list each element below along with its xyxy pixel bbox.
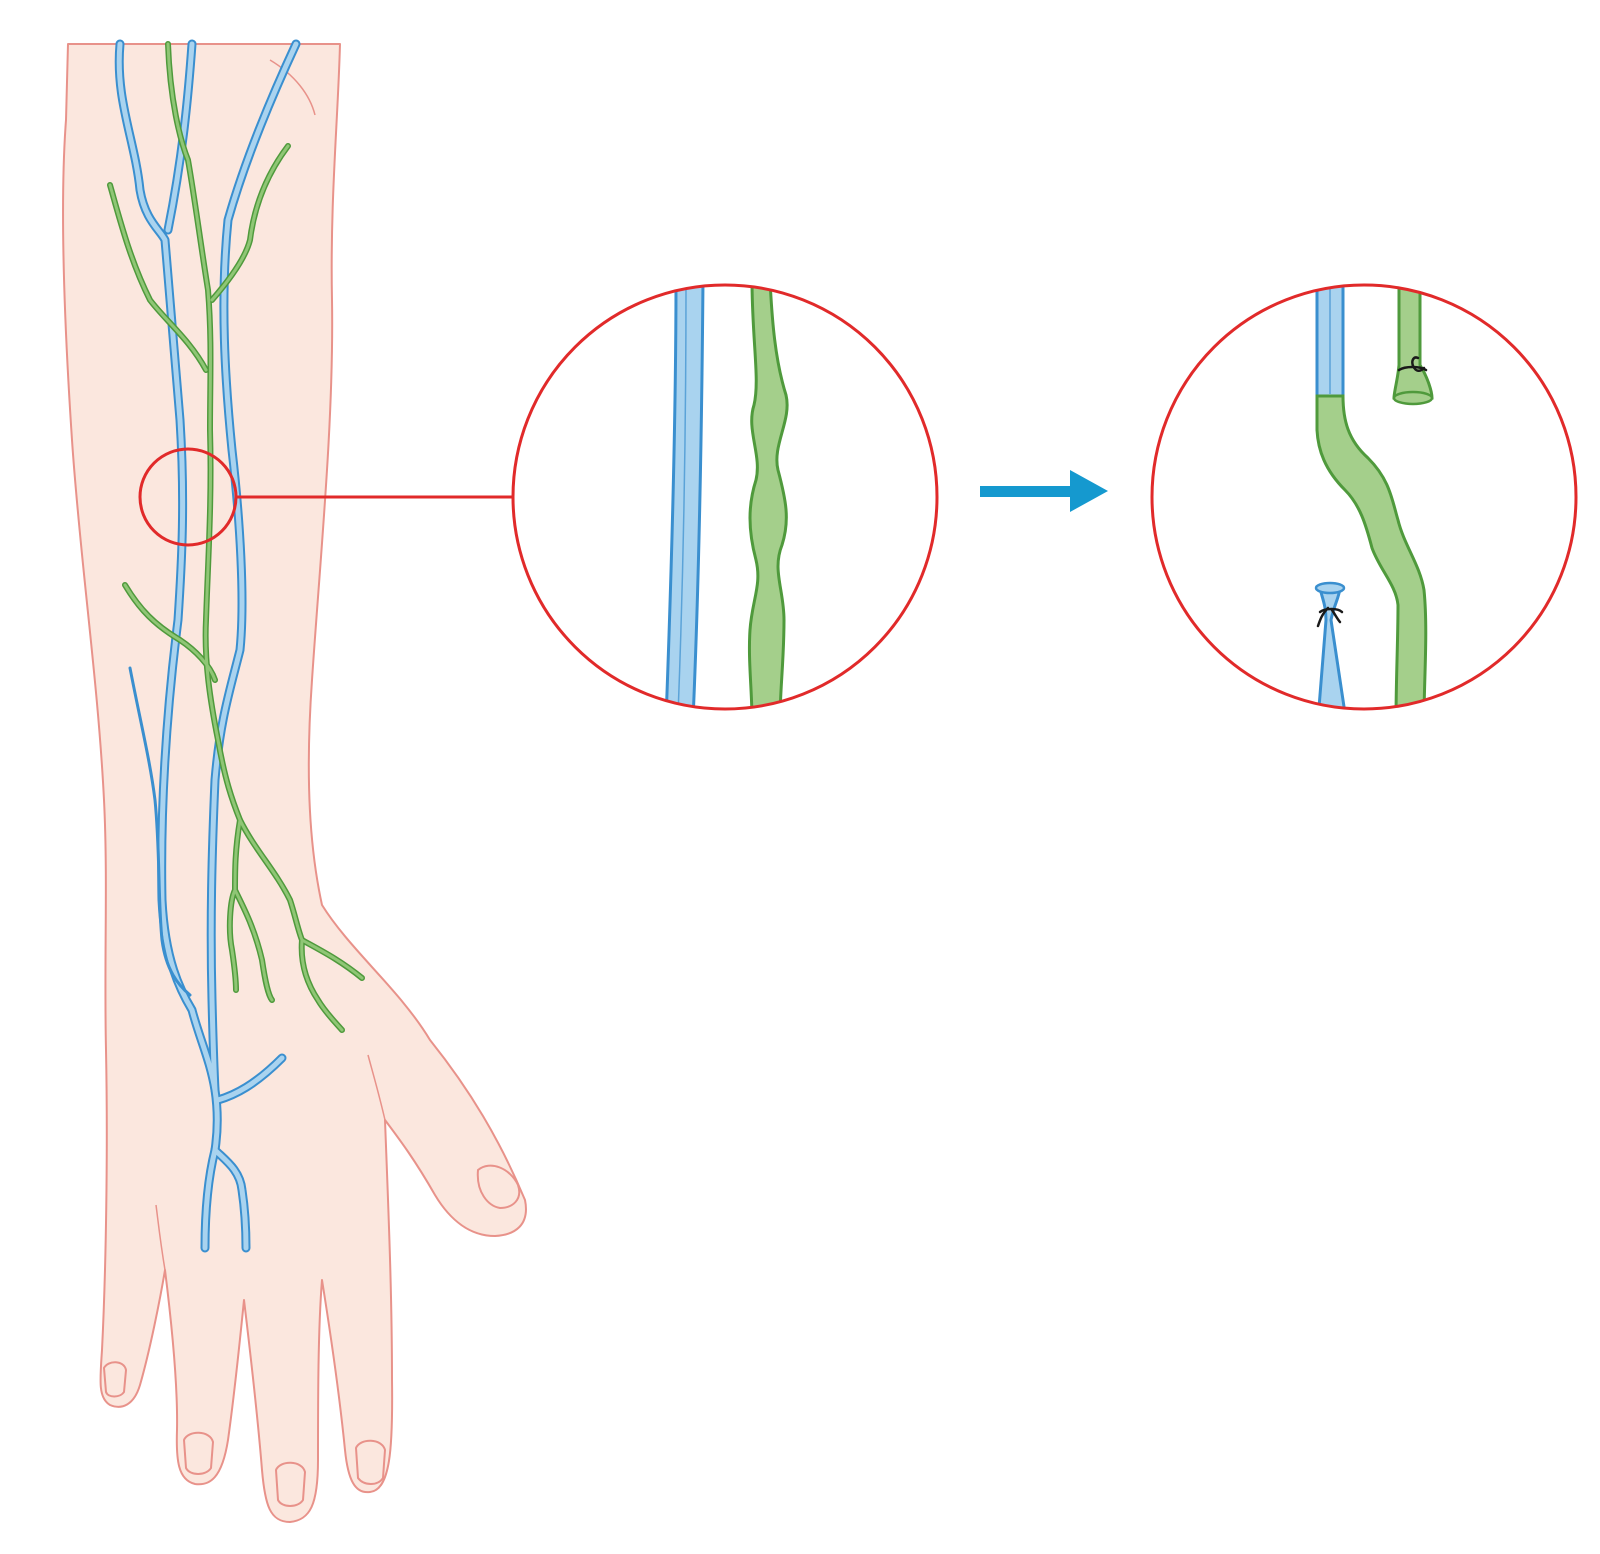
forearm-illustration <box>62 39 527 1523</box>
arm-lymphatics <box>107 41 365 1033</box>
suture-knot-icon <box>1316 606 1344 628</box>
magnifier-ring <box>1150 283 1578 711</box>
magnified-view-before <box>511 283 939 711</box>
little-nail <box>102 1361 128 1398</box>
thumb-nail <box>476 1164 521 1210</box>
lymphatic-segment <box>747 285 789 709</box>
magnifier-ring <box>511 283 939 711</box>
magnified-view-after <box>1150 283 1578 711</box>
right-arrow-icon <box>980 470 1108 512</box>
finger-crease <box>367 1054 386 1121</box>
ring-nail <box>182 1431 215 1475</box>
elbow-crease <box>269 59 316 116</box>
index-nail <box>354 1439 387 1485</box>
arm-veins <box>114 39 301 1253</box>
suture-knot-icon <box>1397 356 1428 372</box>
lymphaticovenous-anastomosis <box>1315 394 1428 709</box>
middle-nail <box>274 1461 307 1507</box>
finger-crease <box>155 1204 166 1271</box>
